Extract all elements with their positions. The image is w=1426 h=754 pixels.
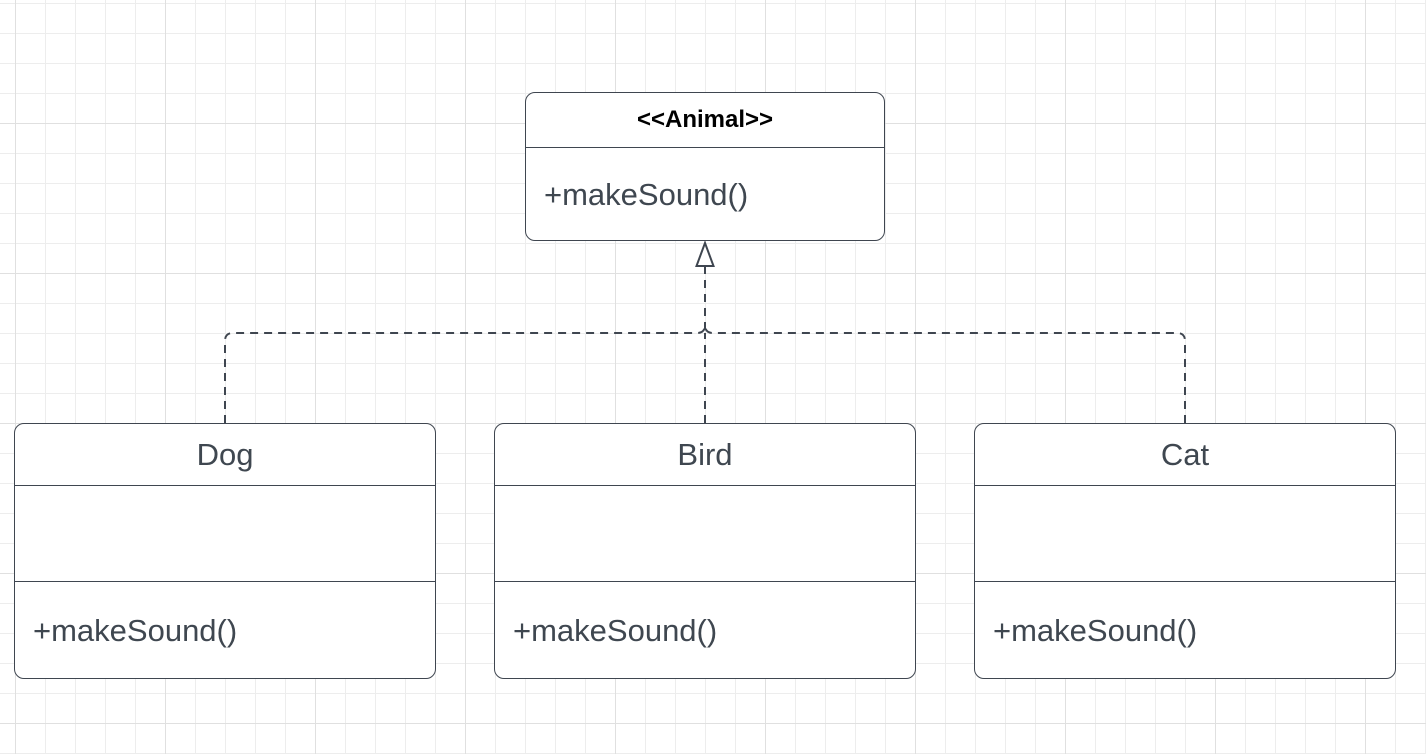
- class-name: Dog: [196, 437, 254, 472]
- interface-method: +makeSound(): [544, 176, 749, 212]
- animal-method-row: +makeSound(): [526, 148, 884, 240]
- dog-method-row: +makeSound(): [15, 582, 435, 678]
- interface-stereotype: <<Animal>>: [636, 106, 774, 133]
- cat-attributes-row: [975, 486, 1395, 582]
- class-box-cat[interactable]: Cat +makeSound(): [974, 423, 1396, 679]
- bird-method-row: +makeSound(): [495, 582, 915, 678]
- bird-attributes-row: [495, 486, 915, 582]
- cat-title-row: Cat: [975, 424, 1395, 486]
- class-name: Cat: [1160, 437, 1210, 472]
- hollow-triangle-arrowhead[interactable]: [695, 240, 715, 267]
- class-name: Bird: [677, 437, 733, 472]
- class-box-bird[interactable]: Bird +makeSound(): [494, 423, 916, 679]
- dog-attributes-row: [15, 486, 435, 582]
- realization-edge-dog[interactable]: [224, 324, 706, 423]
- cat-method-row: +makeSound(): [975, 582, 1395, 678]
- class-box-dog[interactable]: Dog +makeSound(): [14, 423, 436, 679]
- class-method: +makeSound(): [993, 612, 1198, 648]
- dog-title-row: Dog: [15, 424, 435, 486]
- class-method: +makeSound(): [33, 612, 238, 648]
- class-method: +makeSound(): [513, 612, 718, 648]
- realization-edge-cat[interactable]: [704, 324, 1186, 423]
- class-box-animal[interactable]: <<Animal>> +makeSound(): [525, 92, 885, 241]
- bird-title-row: Bird: [495, 424, 915, 486]
- animal-title-row: <<Animal>>: [526, 93, 884, 148]
